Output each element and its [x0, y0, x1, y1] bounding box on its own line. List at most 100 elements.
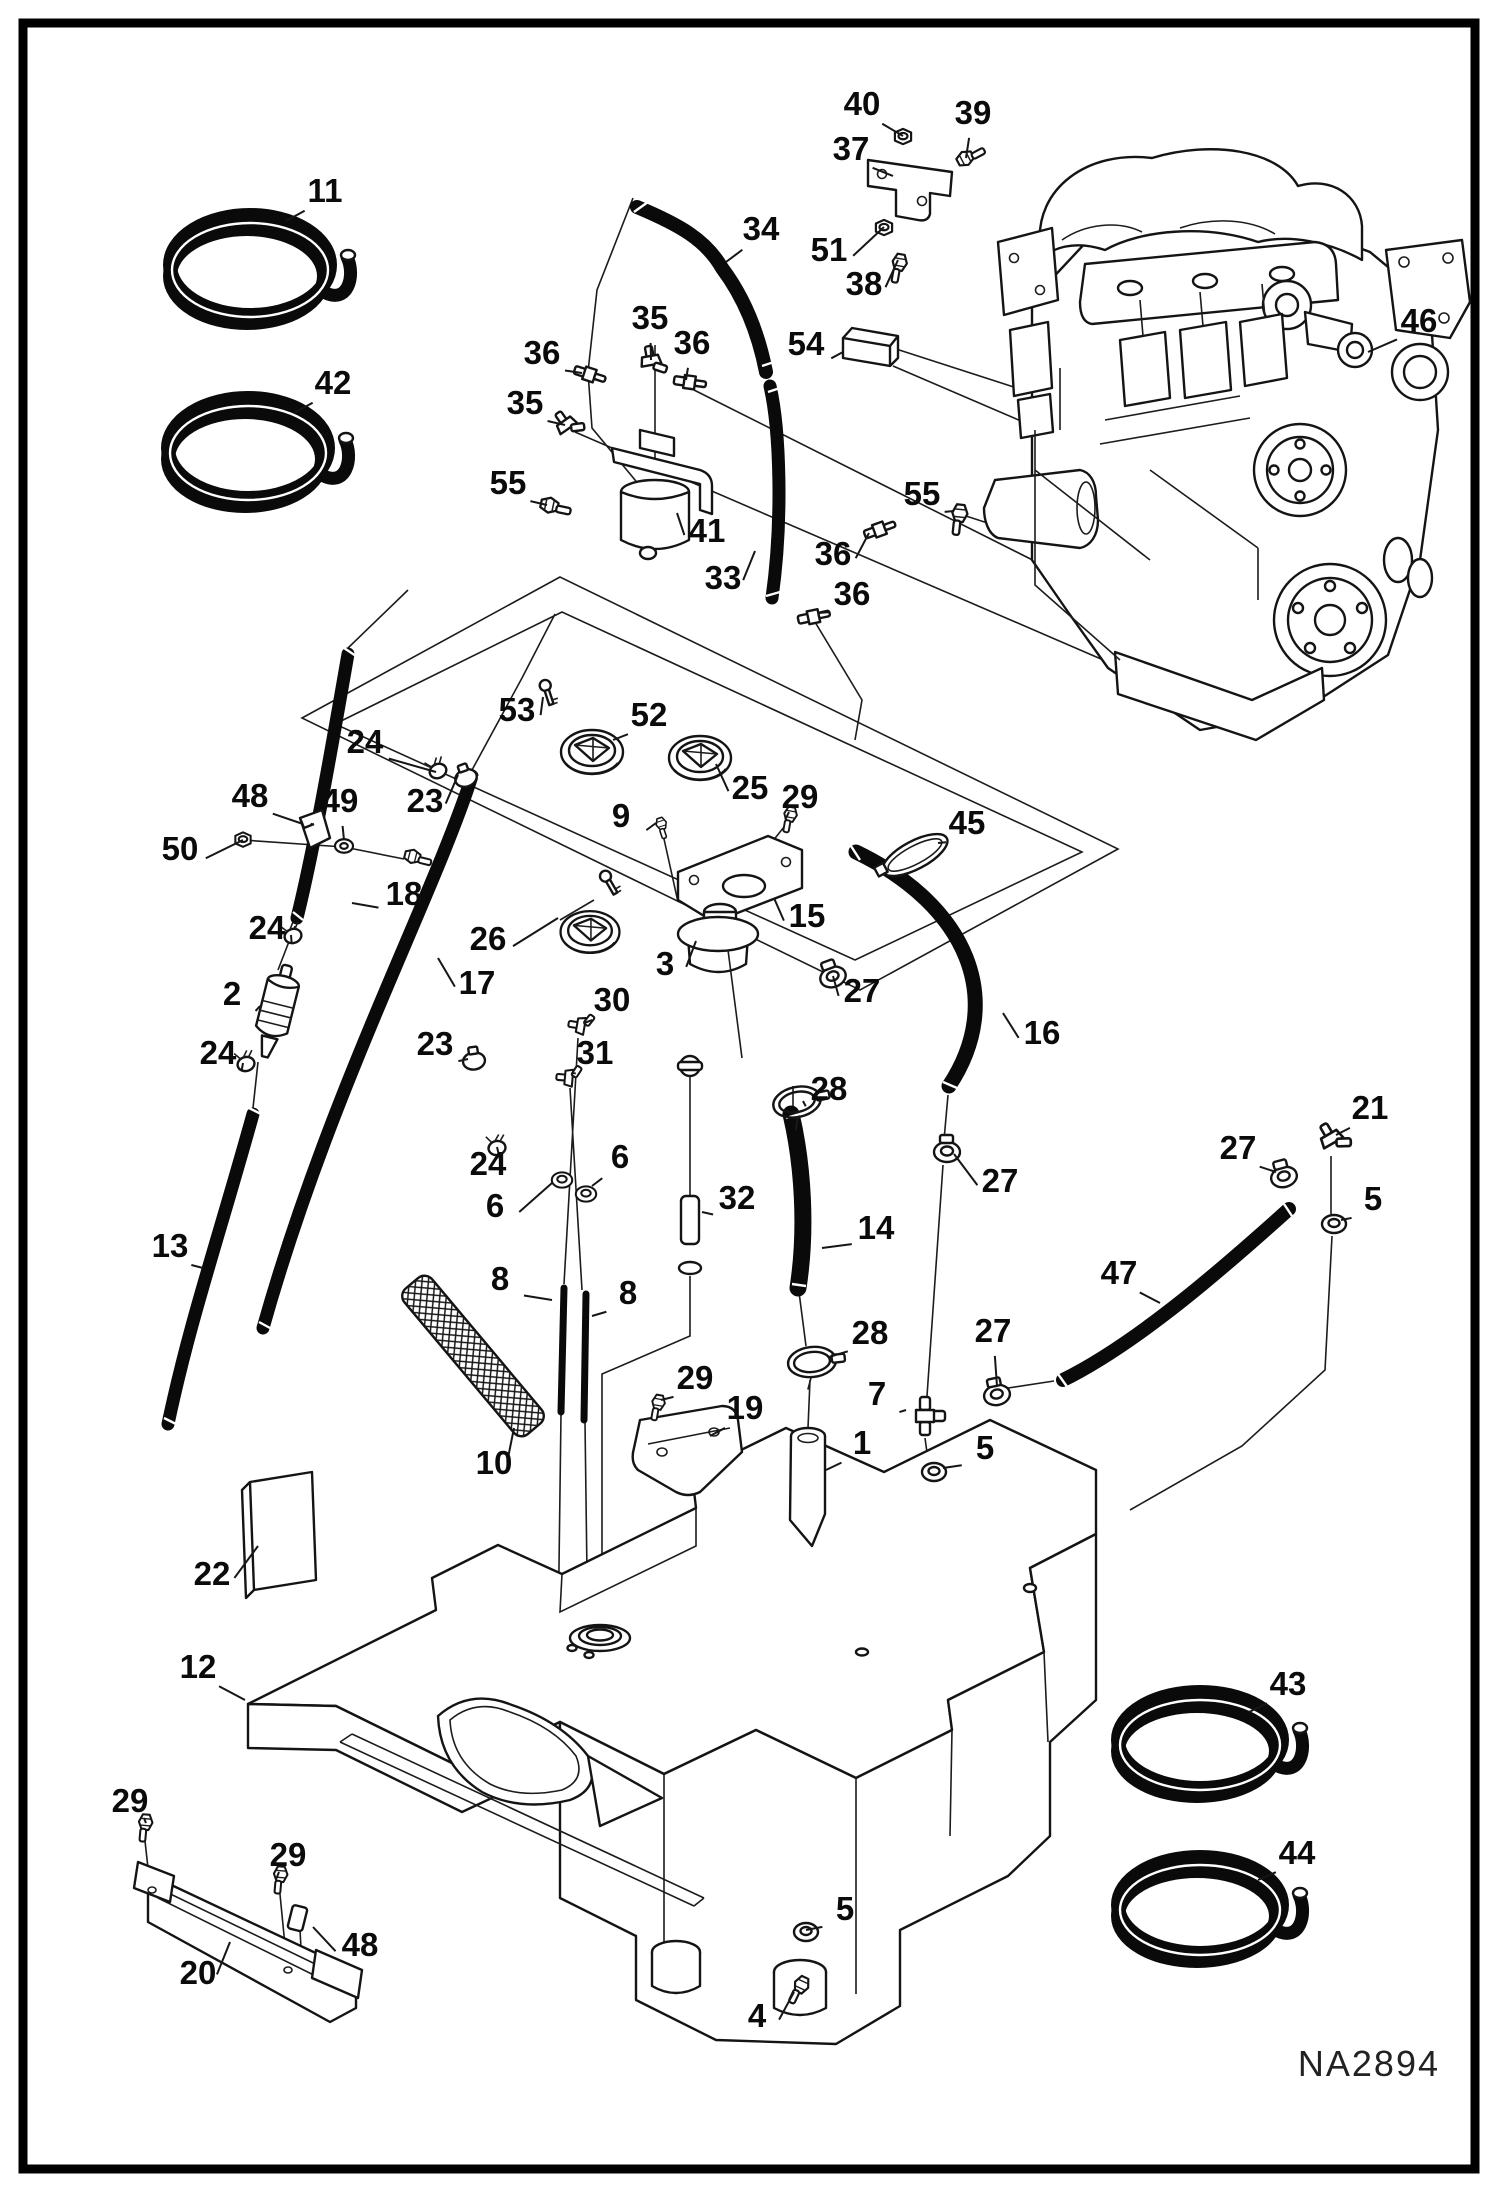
- callout-55-15: 55: [904, 475, 941, 512]
- leader-29-59: [660, 1395, 674, 1401]
- hose-10-braided: [401, 1274, 545, 1438]
- leader-14-56: [821, 1243, 852, 1249]
- callout-16-37: 16: [1024, 1014, 1061, 1051]
- leader-36-17: [854, 532, 870, 559]
- leader-48-24: [272, 812, 304, 825]
- fitting-30: [566, 1009, 597, 1038]
- leader-34-4: [725, 248, 743, 263]
- callout-42-12: 42: [315, 364, 352, 401]
- leader-7-61: [899, 1409, 907, 1414]
- callout-48-24: 48: [232, 777, 269, 814]
- callout-48-73: 48: [342, 1926, 379, 1963]
- leader-15-34: [773, 897, 785, 921]
- hose-18: [290, 647, 355, 925]
- page-border: [18, 18, 1480, 2174]
- callout-38-6: 38: [846, 265, 883, 302]
- leader-24-40: [240, 1062, 244, 1070]
- callout-29-29: 29: [782, 778, 819, 815]
- callout-53-20: 53: [499, 691, 536, 728]
- hardware-48-49-50: [234, 808, 435, 869]
- leader-23-42: [458, 1058, 469, 1063]
- leader-5-72: [805, 1925, 823, 1931]
- dipstick-32: [676, 1054, 704, 1276]
- callout-36-10: 36: [674, 324, 711, 361]
- leader-23-23: [444, 774, 459, 804]
- leader-30-41: [583, 1019, 593, 1024]
- leader-18-31: [351, 902, 379, 909]
- leader-54-8: [830, 351, 844, 360]
- callout-33-18: 33: [705, 559, 742, 596]
- hose-33: [763, 379, 786, 605]
- callout-29-69: 29: [112, 1782, 149, 1819]
- leader-29-29: [784, 811, 790, 820]
- callout-29-59: 29: [677, 1359, 714, 1396]
- coil-hose-43: [1111, 1685, 1309, 1803]
- leader-27-45: [1259, 1165, 1277, 1173]
- leader-5-50: [1340, 1216, 1352, 1221]
- leader-43-68: [1248, 1702, 1268, 1713]
- leader-55-15: [944, 510, 955, 513]
- callout-15-34: 15: [789, 897, 826, 934]
- leader-24-39: [290, 934, 293, 944]
- leader-36-19: [817, 611, 830, 614]
- cap-cluster: [537, 676, 1356, 1409]
- tube-8b: [580, 1290, 590, 1424]
- figure-code: NA2894: [1298, 2043, 1440, 2084]
- callout-5-72: 5: [836, 1890, 854, 1927]
- callout-54-8: 54: [788, 325, 825, 362]
- leader-25-28: [715, 763, 730, 792]
- block-54: [841, 326, 900, 368]
- filter-canister-41: [619, 490, 691, 551]
- callout-50-26: 50: [162, 830, 199, 867]
- callout-27-62: 27: [975, 1312, 1012, 1349]
- leader-9-27: [645, 822, 657, 831]
- leader-50-26: [205, 839, 244, 860]
- foam-pad-22: [240, 1470, 318, 1600]
- clip-48: [286, 1904, 309, 1933]
- leader-42-12: [293, 401, 314, 414]
- callout-8-54: 8: [491, 1260, 509, 1297]
- leader-29-70: [275, 1871, 280, 1879]
- leader-41-16: [676, 512, 686, 536]
- callout-18-31: 18: [386, 875, 423, 912]
- leader-3-35: [685, 940, 697, 968]
- hose-17: [256, 769, 479, 1335]
- callout-21-44: 21: [1352, 1089, 1389, 1126]
- callout-13-52: 13: [152, 1227, 189, 1264]
- callout-31-43: 31: [577, 1034, 614, 1071]
- hose-47: [1056, 1202, 1296, 1387]
- leader-36-10: [685, 367, 689, 381]
- callout-8-55: 8: [619, 1274, 637, 1311]
- leader-27-36: [832, 975, 840, 997]
- callout-55-14: 55: [490, 464, 527, 501]
- callout-4-75: 4: [748, 1997, 767, 2034]
- callout-1-63: 1: [853, 1424, 871, 1461]
- callout-46-7: 46: [1401, 302, 1438, 339]
- leader-28-57: [802, 1100, 807, 1107]
- leader-22-66: [233, 1545, 259, 1579]
- callout-7-61: 7: [868, 1375, 886, 1412]
- callout-2-38: 2: [223, 975, 241, 1012]
- leader-32-51: [701, 1211, 714, 1216]
- filler-tube-1: [788, 1426, 827, 1548]
- callout-39-2: 39: [955, 94, 992, 131]
- cable-tie-45: [872, 832, 949, 878]
- callout-49-25: 49: [322, 782, 359, 819]
- callout-23-42: 23: [417, 1025, 454, 1062]
- callout-32-51: 32: [719, 1179, 756, 1216]
- callout-40-1: 40: [844, 85, 881, 122]
- coil-hose-44: [1111, 1850, 1309, 1968]
- callout-10-65: 10: [476, 1444, 513, 1481]
- hose-34: [630, 200, 773, 379]
- callout-24-22: 24: [347, 723, 384, 760]
- leader-49-25: [341, 825, 345, 841]
- leader-46-7: [1367, 338, 1398, 353]
- callout-35-13: 35: [507, 384, 544, 421]
- callout-45-30: 45: [949, 804, 986, 841]
- callout-47-53: 47: [1101, 1254, 1138, 1291]
- leader-8-54: [523, 1294, 553, 1301]
- callout-12-67: 12: [180, 1648, 217, 1685]
- filter-bracket: [610, 446, 714, 516]
- leader-35-13: [547, 420, 566, 426]
- leader-26-32: [512, 917, 559, 948]
